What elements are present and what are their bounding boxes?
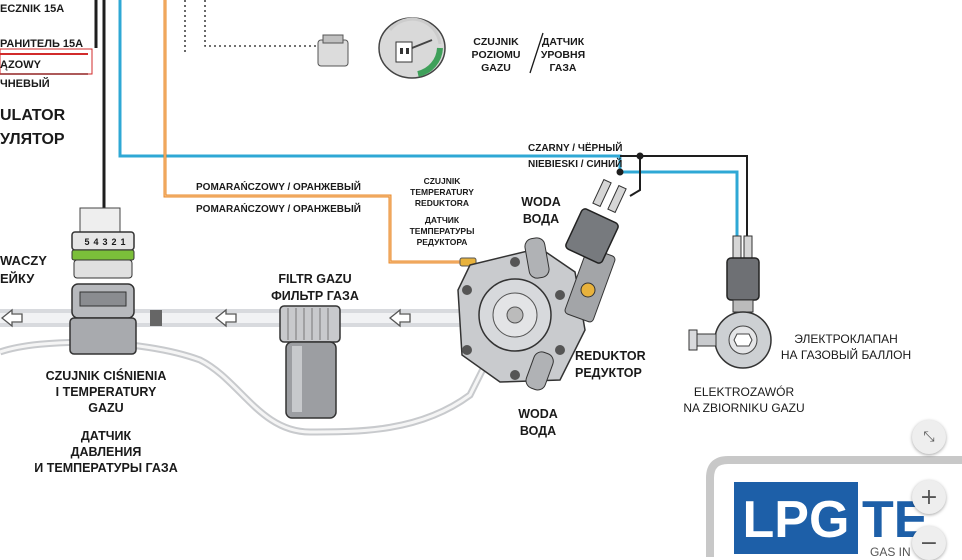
connector-pin-numbers: 5 4 3 2 1: [84, 237, 125, 247]
reducer-solenoid: [565, 178, 627, 264]
water-bottom-ru: ВОДА: [520, 424, 556, 438]
flow-arrow-icon: [388, 308, 411, 328]
level-sensor-pl-1: CZUJNIK: [473, 36, 519, 48]
wire-color-pl: ĄZOWY: [0, 59, 42, 71]
level-sensor-ru-1: ДАТЧИК: [542, 36, 585, 48]
map-sensor-pl-2: I TEMPERATURY: [56, 385, 157, 399]
map-sensor-pl-1: CZUJNIK CIŚNIENIA: [46, 368, 167, 383]
zoom-in-button[interactable]: +: [912, 480, 946, 514]
wiring-legend: ECZNIK 15A РАНИТЕЛЬ 15A ĄZOWY ЧНЕВЫЙ: [0, 3, 93, 90]
temp-sensor-pl-2: TEMPERATURY: [410, 187, 474, 197]
level-sensor-plug: [317, 34, 349, 67]
map-sensor-ru-3: И ТЕМПЕРАТУРЫ ГАЗА: [34, 461, 177, 475]
reducer: [457, 237, 616, 391]
pin-label: 4: [93, 237, 98, 247]
temp-sensor-pl-1: CZUJNIK: [424, 176, 462, 186]
reducer-label-ru: РЕДУКТОР: [575, 366, 642, 380]
fuse-label-pl: ECZNIK 15A: [0, 3, 64, 15]
filter-label-ru: ФИЛЬТР ГАЗА: [271, 289, 359, 303]
level-sensor-pl-3: GAZU: [481, 62, 511, 74]
water-top-pl: WODA: [521, 195, 561, 209]
logo-tagline: GAS IN: [870, 545, 911, 557]
wire-label-black: CZARNY / ЧЁРНЫЙ: [528, 141, 622, 154]
water-bottom-pl: WODA: [518, 407, 558, 421]
level-sensor-ru-3: ГАЗА: [549, 62, 576, 74]
temp-sensor-pl-3: REDUKTORA: [415, 198, 469, 208]
lpgtech-logo: LPG TE GAS IN: [706, 456, 962, 557]
logo-part-1: LPG: [743, 491, 850, 549]
valve-label-ru-2: НА ГАЗОВЫЙ БАЛЛОН: [781, 347, 911, 362]
pin-label: 5: [84, 237, 89, 247]
fuse-label-ru: РАНИТЕЛЬ 15A: [0, 38, 83, 50]
map-sensor-pl-3: GAZU: [88, 401, 123, 415]
level-sensor-gauge: [378, 17, 446, 79]
orange-wire-inner: [164, 0, 462, 263]
wire-label-orange-1: POMARAŃCZOWY / ОРАНЖЕВЫЙ: [196, 180, 361, 193]
water-top-ru: ВОДА: [523, 212, 559, 226]
black-wire: [620, 155, 748, 238]
flow-arrow-icon: [0, 308, 23, 328]
map-sensor-ru-2: ДАВЛЕНИЯ: [71, 445, 142, 459]
temp-sensor-ru-3: РЕДУКТОРА: [417, 237, 468, 247]
black-wire-main: [94, 0, 106, 210]
ecu-label-pl: ULATOR: [0, 107, 66, 124]
pin-label: 3: [102, 237, 107, 247]
dotted-wire: [184, 0, 318, 52]
zoom-out-button[interactable]: −: [912, 526, 946, 560]
blue-wire: [118, 0, 739, 238]
ecu-label-ru: УЛЯТОР: [0, 131, 65, 148]
level-sensor-pl-2: POZIOMU: [472, 49, 521, 61]
gas-filter: [279, 305, 341, 419]
reducer-label-pl: REDUKTOR: [575, 349, 646, 363]
map-sensor-ru-1: ДАТЧИК: [81, 429, 132, 443]
valve-label-pl-1: ELEKTROZAWÓR: [694, 384, 795, 399]
edge-label-pl: WACZY: [0, 253, 47, 268]
filter-label-pl: FILTR GAZU: [278, 272, 351, 286]
valve-label-ru-1: ЭЛЕКТРОКЛАПАН: [794, 332, 898, 346]
edge-label-ru: ЕЙКУ: [0, 271, 35, 286]
wire-label-blue: NIEBIESKI / СИНИЙ: [528, 157, 622, 170]
pin-label: 2: [111, 237, 116, 247]
tank-electrovalve: [688, 235, 772, 369]
temp-sensor-ru-2: ТЕМПЕРАТУРЫ: [410, 226, 475, 236]
temp-sensor-ru-1: ДАТЧИК: [425, 215, 460, 225]
collapse-button[interactable]: ⤡: [912, 420, 946, 454]
wire-color-ru: ЧНЕВЫЙ: [0, 77, 50, 90]
wires: [0, 0, 748, 264]
map-sensor: [69, 207, 162, 355]
level-sensor-ru-2: УРОВНЯ: [541, 49, 585, 61]
flow-arrow-icon: [214, 308, 237, 328]
pin-label: 1: [120, 237, 125, 247]
wire-label-orange-2: POMARAŃCZOWY / ОРАНЖЕВЫЙ: [196, 202, 361, 215]
valve-label-pl-2: NA ZBIORNIKU GAZU: [683, 401, 804, 415]
